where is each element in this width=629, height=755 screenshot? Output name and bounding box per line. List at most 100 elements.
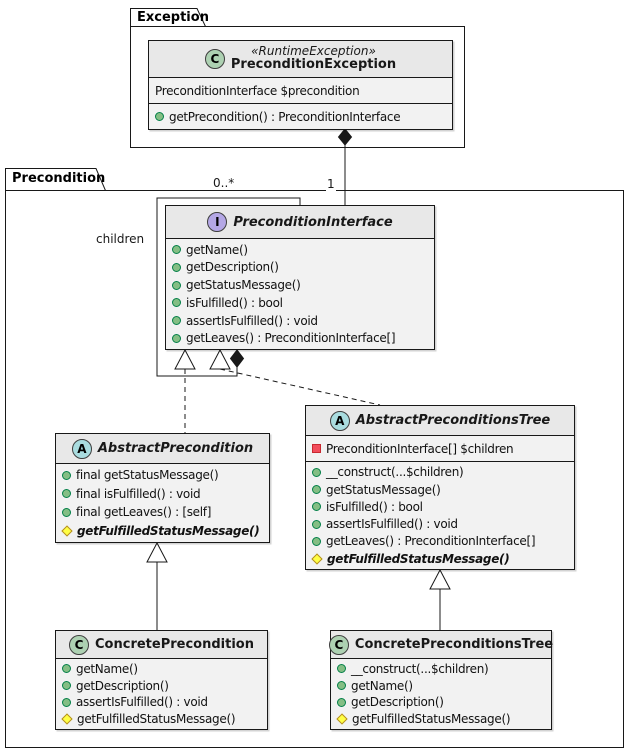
public-method-icon	[312, 467, 321, 477]
realization-triangle-icon	[174, 348, 196, 370]
public-method-icon	[312, 485, 321, 495]
class-name: AbstractPrecondition	[97, 441, 254, 456]
method-row: getName()	[331, 679, 551, 693]
method-row: getDescription()	[166, 260, 434, 274]
method-row: __construct(...$children)	[331, 662, 551, 676]
methods-section: __construct(...$children) getStatusMessa…	[306, 461, 574, 569]
public-method-icon	[312, 519, 321, 529]
public-method-icon	[62, 489, 71, 499]
class-header: I PreconditionInterface	[166, 206, 434, 239]
protected-method-icon	[61, 713, 73, 725]
class-spot-icon: C	[69, 634, 90, 655]
public-method-icon	[172, 316, 181, 326]
realization-triangle-icon	[209, 348, 231, 370]
class-concrete-precondition: C ConcretePrecondition getName() getDesc…	[55, 630, 268, 730]
public-method-icon	[62, 697, 71, 707]
methods-section: __construct(...$children) getName() getD…	[331, 659, 551, 729]
edge-label-exception-multiplicity: 1	[326, 177, 336, 192]
inheritance-triangle-icon	[146, 541, 168, 563]
method-row: assertIsFulfilled() : void	[306, 517, 574, 531]
public-method-icon	[312, 536, 321, 546]
method-row: getDescription()	[331, 695, 551, 709]
protected-method-icon	[336, 713, 348, 725]
method-row: final getStatusMessage()	[56, 468, 269, 482]
public-method-icon	[172, 280, 181, 290]
method-row: getFulfilledStatusMessage()	[56, 524, 269, 538]
class-spot-icon: C	[328, 634, 349, 655]
public-method-icon	[155, 112, 164, 121]
public-method-icon	[172, 262, 181, 272]
method-row: getStatusMessage()	[306, 483, 574, 497]
class-name: PreconditionException	[230, 57, 397, 73]
class-name: ConcretePreconditionsTree	[354, 637, 554, 652]
abstract-spot-icon: A	[71, 438, 92, 459]
method-row: isFulfilled() : bool	[166, 296, 434, 310]
methods-section: getName() getDescription() getStatusMess…	[166, 239, 434, 349]
method-row: getName()	[56, 662, 267, 676]
public-method-icon	[62, 681, 71, 691]
method-row: getLeaves() : PreconditionInterface[]	[306, 534, 574, 548]
class-abstract-preconditions-tree: A AbstractPreconditionsTree Precondition…	[305, 405, 575, 570]
class-precondition-interface: I PreconditionInterface getName() getDes…	[165, 205, 435, 350]
method-row: final isFulfilled() : void	[56, 487, 269, 501]
method-row: getFulfilledStatusMessage()	[331, 712, 551, 726]
protected-method-icon	[61, 524, 73, 537]
public-method-icon	[172, 245, 181, 255]
composition-exception-interface	[337, 128, 353, 206]
public-method-icon	[172, 298, 181, 308]
methods-section: final getStatusMessage() final isFulfill…	[56, 464, 269, 542]
public-method-icon	[62, 507, 71, 517]
public-method-icon	[172, 333, 181, 343]
class-stereotype: «RuntimeException»	[251, 43, 376, 58]
package-exception-name: Exception	[137, 10, 209, 25]
realization-abstract-preconditions-tree	[209, 348, 381, 406]
method-row: getPrecondition() : PreconditionInterfac…	[149, 110, 452, 124]
composition-diamond-icon	[337, 128, 353, 146]
realization-abstract-precondition	[174, 348, 196, 433]
package-precondition-name: Precondition	[12, 171, 106, 186]
class-abstract-precondition: A AbstractPrecondition final getStatusMe…	[55, 433, 270, 543]
fields-section: PreconditionInterface[] $children	[306, 436, 574, 461]
edge-label-children-multiplicity: 0..*	[212, 176, 236, 191]
public-method-icon	[337, 681, 346, 691]
class-name: AbstractPreconditionsTree	[355, 413, 551, 428]
public-method-icon	[62, 470, 71, 480]
class-precondition-exception: C «RuntimeException» PreconditionExcepti…	[148, 40, 453, 130]
class-header: C «RuntimeException» PreconditionExcepti…	[149, 41, 452, 78]
class-spot-icon: C	[204, 49, 225, 69]
class-header: C ConcretePrecondition	[56, 631, 267, 659]
method-row: assertIsFulfilled() : void	[56, 695, 267, 709]
public-method-icon	[337, 664, 346, 674]
method-row: getStatusMessage()	[166, 278, 434, 292]
edge-label-children: children	[95, 232, 146, 247]
public-method-icon	[312, 502, 321, 512]
methods-section: getName() getDescription() assertIsFulfi…	[56, 659, 267, 729]
class-concrete-preconditions-tree: C ConcretePreconditionsTree __construct(…	[328, 630, 554, 730]
composition-children-self	[156, 197, 301, 377]
class-name: ConcretePrecondition	[95, 637, 254, 652]
composition-diamond-icon	[229, 349, 245, 368]
protected-method-icon	[311, 553, 323, 565]
method-row: getDescription()	[56, 679, 267, 693]
public-method-icon	[337, 697, 346, 707]
class-header: A AbstractPreconditionsTree	[306, 406, 574, 436]
field-row: PreconditionInterface $precondition	[155, 83, 360, 98]
field-row: PreconditionInterface[] $children	[306, 442, 574, 456]
method-row: getFulfilledStatusMessage()	[56, 712, 267, 726]
class-name: PreconditionInterface	[233, 214, 393, 230]
method-row: isFulfilled() : bool	[306, 500, 574, 514]
inheritance-concrete-precondition	[146, 541, 168, 630]
class-header: A AbstractPrecondition	[56, 434, 269, 464]
class-header: C ConcretePreconditionsTree	[328, 631, 554, 659]
method-row: getName()	[166, 243, 434, 257]
interface-spot-icon: I	[207, 212, 228, 232]
inheritance-triangle-icon	[429, 568, 451, 590]
methods-section: getPrecondition() : PreconditionInterfac…	[149, 103, 452, 129]
method-row: getFulfilledStatusMessage()	[306, 552, 574, 566]
method-row: assertIsFulfilled() : void	[166, 314, 434, 328]
abstract-spot-icon: A	[329, 410, 350, 431]
private-field-icon	[312, 444, 321, 453]
inheritance-concrete-preconditions-tree	[429, 568, 451, 630]
method-row: getLeaves() : PreconditionInterface[]	[166, 331, 434, 345]
